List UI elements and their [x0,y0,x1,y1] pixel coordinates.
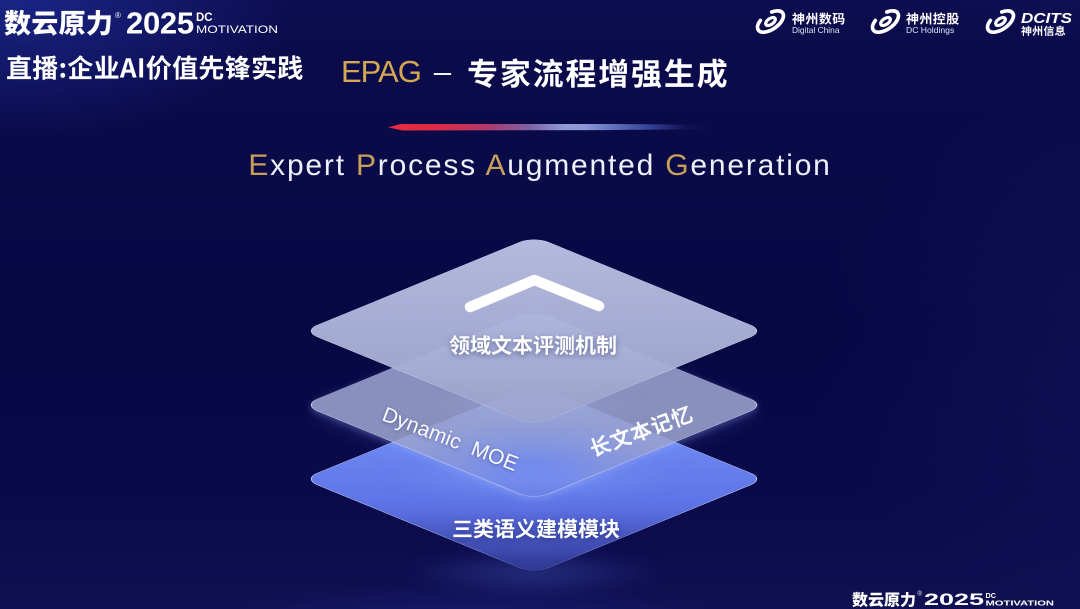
svg-text:®: ® [115,11,121,20]
svg-text:DC: DC [986,591,996,600]
svg-text:DCITS: DCITS [1021,11,1072,27]
svg-text:DC: DC [196,12,213,24]
svg-text:MOTIVATION: MOTIVATION [986,598,1055,607]
svg-text:MOTIVATION: MOTIVATION [196,24,278,36]
svg-text:2025: 2025 [126,5,194,40]
svg-text:®: ® [918,591,923,598]
svg-text:2025: 2025 [924,590,984,609]
